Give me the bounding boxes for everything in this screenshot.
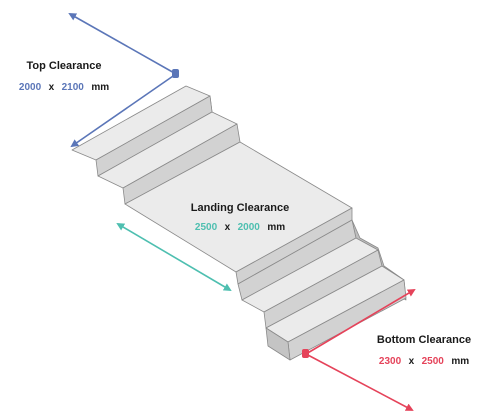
top-clearance-corner-marker xyxy=(172,69,179,78)
bottom-clearance-dim-a: 2300 xyxy=(379,356,402,367)
bottom-clearance-label: Bottom Clearance 2300 x 2500 mm xyxy=(377,334,471,368)
top-clearance-vertical-arrow xyxy=(68,13,177,75)
landing-clearance-sep: x xyxy=(225,222,231,233)
top-clearance-title: Top Clearance xyxy=(27,60,102,72)
top-clearance-unit: mm xyxy=(91,82,109,93)
bottom-clearance-slope-arrow xyxy=(305,288,416,355)
top-clearance-label: Top Clearance 2000 x 2100 mm xyxy=(19,60,109,94)
top-clearance-slope-arrow xyxy=(70,73,177,148)
lower-flight xyxy=(237,219,407,361)
landing-clearance-dimensions: 2500 x 2000 mm xyxy=(195,217,285,234)
lower-floor-edge xyxy=(265,327,291,361)
top-clearance-dim-b: 2100 xyxy=(62,82,85,93)
bottom-clearance-unit: mm xyxy=(451,356,469,367)
landing-clearance-unit: mm xyxy=(267,222,285,233)
landing-clearance-title: Landing Clearance xyxy=(191,202,289,214)
top-clearance-dimensions: 2000 x 2100 mm xyxy=(19,77,109,94)
bottom-clearance-arrows xyxy=(302,288,416,411)
bottom-clearance-title: Bottom Clearance xyxy=(377,334,471,346)
landing-clearance-label: Landing Clearance 2500 x 2000 mm xyxy=(191,202,289,234)
top-clearance-arrows xyxy=(68,13,179,148)
bottom-clearance-sep: x xyxy=(409,356,415,367)
bottom-clearance-vertical-arrow xyxy=(305,353,414,411)
landing-clearance-dim-a: 2500 xyxy=(195,222,218,233)
top-clearance-sep: x xyxy=(49,82,55,93)
landing-clearance-dim-b: 2000 xyxy=(238,222,261,233)
bottom-clearance-corner-marker xyxy=(302,349,309,358)
top-clearance-dim-a: 2000 xyxy=(19,82,42,93)
bottom-clearance-dimensions: 2300 x 2500 mm xyxy=(379,351,469,368)
landing-clearance-arrow xyxy=(116,222,232,292)
bottom-clearance-dim-b: 2500 xyxy=(422,356,445,367)
